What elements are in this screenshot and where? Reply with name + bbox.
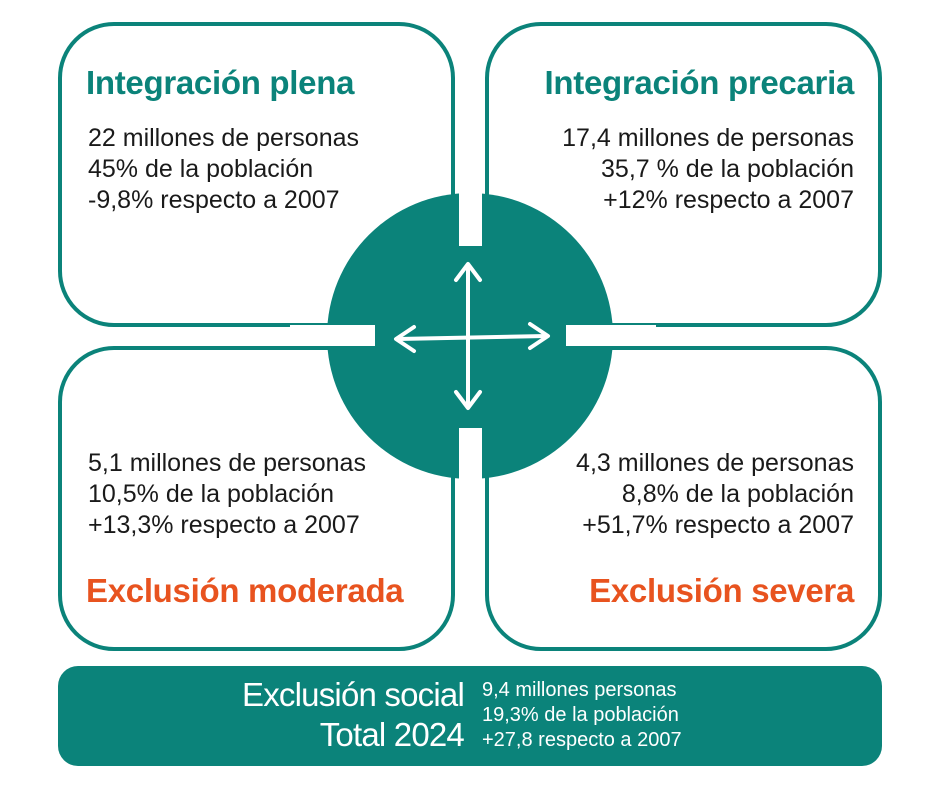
quadrant-title: Integración precaria xyxy=(544,64,855,101)
quadrant-exclusion-moderada: 5,1 millones de personas 10,5% de la pob… xyxy=(58,346,455,651)
people-count: 22 millones de personas xyxy=(88,124,359,152)
population-share: 35,7 % de la población xyxy=(601,155,854,183)
banner-stats: 9,4 millones personas 19,3% de la poblac… xyxy=(482,678,682,753)
quadrant-title: Exclusión moderada xyxy=(86,572,404,609)
banner-title-line2: Total 2024 xyxy=(319,716,465,753)
quadrant-stats: 5,1 millones de personas 10,5% de la pob… xyxy=(88,448,366,541)
change-vs-2007: +51,7% respecto a 2007 xyxy=(582,511,854,539)
total-exclusion-banner: Exclusión social Total 2024 9,4 millones… xyxy=(58,666,882,766)
banner-title-line1: Exclusión social xyxy=(242,676,465,713)
people-count: 9,4 millones personas xyxy=(482,679,677,701)
people-count: 17,4 millones de personas xyxy=(562,124,854,152)
population-share: 19,3% de la población xyxy=(482,704,679,726)
quadrant-integracion-plena: Integración plena 22 millones de persona… xyxy=(58,22,455,327)
banner-title: Exclusión social Total 2024 xyxy=(242,675,465,755)
quadrant-title: Integración plena xyxy=(86,64,355,101)
people-count: 5,1 millones de personas xyxy=(88,449,366,477)
gap-bottom xyxy=(459,428,482,516)
population-share: 45% de la población xyxy=(88,155,314,183)
quadrant-title: Exclusión severa xyxy=(589,572,854,609)
change-vs-2007: +27,8 respecto a 2007 xyxy=(482,729,682,751)
change-vs-2007: +13,3% respecto a 2007 xyxy=(88,511,360,539)
gap-right xyxy=(566,325,656,346)
quadrant-stats: 4,3 millones de personas 8,8% de la pobl… xyxy=(576,448,854,541)
gap-top xyxy=(459,160,482,246)
people-count: 4,3 millones de personas xyxy=(576,449,854,477)
population-share: 8,8% de la población xyxy=(621,480,854,508)
quadrant-stats: 22 millones de personas 45% de la poblac… xyxy=(88,123,359,216)
quadrant-stats: 17,4 millones de personas 35,7 % de la p… xyxy=(562,123,854,216)
quadrant-exclusion-severa: 4,3 millones de personas 8,8% de la pobl… xyxy=(485,346,882,651)
change-vs-2007: -9,8% respecto a 2007 xyxy=(88,186,340,214)
quadrant-integracion-precaria: Integración precaria 17,4 millones de pe… xyxy=(485,22,882,327)
change-vs-2007: +12% respecto a 2007 xyxy=(603,186,854,214)
gap-left xyxy=(290,325,375,346)
population-share: 10,5% de la población xyxy=(88,480,335,508)
